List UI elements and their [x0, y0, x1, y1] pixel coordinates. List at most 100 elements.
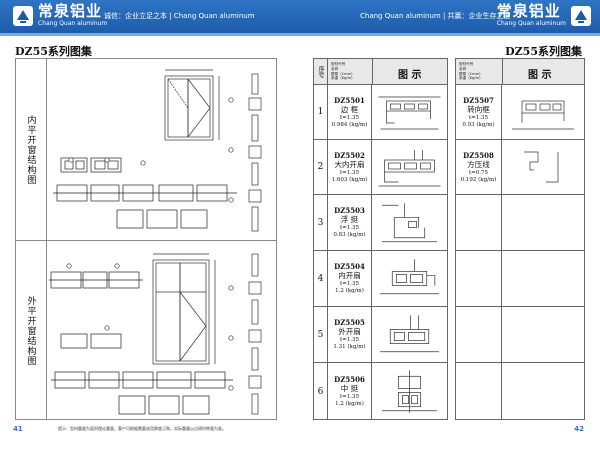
header-band: 常泉铝业 Chang Quan aluminum 诚信：企业立足之本 | Cha…	[0, 0, 600, 36]
header-spec: 型材代号 名称 壁厚（1mm） 米重（Kg/m）	[459, 62, 483, 81]
profile-code: DZ5504	[334, 262, 365, 271]
row-no: 3	[314, 195, 328, 250]
profile-name: 边 框	[340, 104, 359, 114]
table-row: 1 DZ5501 边 框 t=1.35 0.984 (kg/m)	[314, 85, 447, 140]
profile-weight: 1.31 (kg/m)	[333, 344, 366, 350]
table-header: 型材代号 名称 壁厚（1mm） 米重（Kg/m） 图 示	[456, 59, 584, 85]
profile-thickness: t=1.35	[339, 169, 360, 176]
table-row: DZ5508 方压线 t=0.75 0.192 (kg/m)	[456, 140, 584, 195]
profile-thickness: t=0.75	[468, 169, 489, 176]
section-divider	[16, 240, 276, 241]
table-row-empty	[456, 307, 584, 363]
profile-name: 外开扇	[338, 327, 361, 336]
profile-name: 浮 挺	[340, 215, 359, 224]
profile-weight: 0.984 (kg/m)	[331, 121, 368, 128]
profile-thickness: t=1.35	[339, 281, 360, 287]
profile-thickness: t=1.35	[339, 394, 360, 400]
brand-mark-icon	[570, 5, 592, 27]
profile-code: DZ5508	[463, 150, 494, 160]
left-page-title: DZ55系列图集	[15, 45, 92, 58]
header-spec: 型材代号 名称 壁厚（1mm） 米重（Kg/m）	[331, 62, 355, 81]
brand-mark-icon	[12, 5, 34, 27]
table-row-empty	[456, 195, 584, 251]
profile-thickness: t=1.35	[468, 114, 489, 121]
profile-code: DZ5506	[334, 375, 365, 384]
header-spec-code: 型材代号	[459, 62, 474, 66]
header-spec-name: 名称	[331, 66, 339, 71]
structure-drawing-frame: 内平开窗结构图 外平开窗结构图	[15, 58, 277, 420]
header-figure: 图 示	[398, 70, 422, 81]
profile-name: 转向框	[467, 104, 490, 114]
header-accent-stripe	[0, 33, 600, 36]
profile-section-figure	[374, 309, 445, 360]
brand-name-en: Chang Quan aluminum	[38, 20, 108, 27]
profile-thickness: t=1.35	[339, 114, 360, 121]
profile-weight: 1.2 (kg/m)	[335, 288, 364, 294]
header-divider	[372, 59, 373, 85]
profile-weight: 1.603 (kg/m)	[331, 176, 368, 183]
profile-section-figure	[374, 197, 445, 248]
slogan-right: Chang Quan aluminum | 共赢：企业生存之道	[360, 12, 511, 20]
table-row: 2 DZ5502 大内开扇 t=1.35 1.603 (kg/m)	[314, 140, 447, 195]
profile-code: DZ5505	[334, 318, 365, 327]
header-spec-code: 型材代号	[331, 62, 346, 66]
row-no: 4	[314, 251, 328, 306]
profile-section-figure	[504, 87, 582, 137]
profile-section-figure	[374, 87, 445, 137]
section-label-inward: 内平开窗结构图	[25, 114, 36, 185]
profile-section-figure	[504, 142, 582, 192]
table-row: 6 DZ5506 中 挺 t=1.35 1.2 (kg/m)	[314, 363, 447, 420]
profile-thickness: t=1.35	[339, 225, 360, 231]
right-page-number: 42	[574, 425, 584, 433]
section-label-outward: 外平开窗结构图	[25, 295, 36, 366]
profile-weight: 1.2 (kg/m)	[335, 401, 364, 407]
header-spec-thickness: 壁厚（1mm）	[459, 71, 483, 76]
profile-section-figure	[374, 142, 445, 192]
profile-name: 中 挺	[340, 384, 359, 393]
table-header: 序号 型材代号 名称 壁厚（1mm） 米重（Kg/m） 图 示	[314, 59, 447, 85]
table-row: DZ5507 转向框 t=1.35 0.93 (kg/m)	[456, 85, 584, 140]
row-no: 1	[314, 85, 328, 139]
header-figure: 图 示	[528, 70, 552, 81]
header-spec-thickness: 壁厚（1mm）	[331, 71, 355, 76]
outward-window-drawing	[47, 242, 277, 420]
header-no: 序号	[314, 59, 328, 85]
brand-name-cn: 常泉铝业	[496, 2, 561, 20]
header-divider	[502, 59, 503, 85]
table-row: 3 DZ5503 浮 挺 t=1.35 0.83 (kg/m)	[314, 195, 447, 251]
left-page-number: 41	[13, 425, 23, 433]
profile-name: 方压线	[467, 159, 490, 169]
profile-code: DZ5503	[334, 206, 365, 215]
profile-weight: 0.83 (kg/m)	[333, 232, 366, 238]
header-spec-weight: 米重（Kg/m）	[459, 76, 483, 81]
row-no: 5	[314, 307, 328, 362]
profile-thickness: t=1.35	[339, 337, 360, 343]
profile-section-figure	[374, 253, 445, 304]
table-row-empty	[456, 363, 584, 420]
brand-name-cn: 常泉铝业	[38, 2, 103, 20]
profile-name: 内开扇	[338, 271, 361, 280]
row-no: 6	[314, 363, 328, 420]
inward-window-drawing	[47, 60, 277, 239]
header-spec-name: 名称	[459, 66, 467, 71]
profile-name: 大内开扇	[334, 159, 365, 169]
table-row: 4 DZ5504 内开扇 t=1.35 1.2 (kg/m)	[314, 251, 447, 307]
header-spec-weight: 米重（Kg/m）	[331, 76, 355, 81]
brand-name-en: Chang Quan aluminum	[496, 20, 566, 27]
table-row-empty	[456, 251, 584, 307]
profile-weight: 0.93 (kg/m)	[462, 121, 495, 128]
profile-code: DZ5501	[334, 95, 365, 105]
profile-weight: 0.192 (kg/m)	[460, 176, 497, 183]
profile-code: DZ5507	[463, 95, 494, 105]
profile-section-figure	[374, 365, 445, 418]
profile-table-main: 序号 型材代号 名称 壁厚（1mm） 米重（Kg/m） 图 示 1 DZ5501…	[313, 58, 448, 420]
brand-logo-left: 常泉铝业 Chang Quan aluminum	[12, 3, 111, 28]
profile-table-secondary: 型材代号 名称 壁厚（1mm） 米重（Kg/m） 图 示 DZ5507 转向框 …	[455, 58, 585, 420]
row-no: 2	[314, 140, 328, 194]
slogan-left: 诚信：企业立足之本 | Chang Quan aluminum	[104, 12, 255, 20]
profile-code: DZ5502	[334, 150, 365, 160]
table-row: 5 DZ5505 外开扇 t=1.35 1.31 (kg/m)	[314, 307, 447, 363]
label-column-divider	[46, 59, 47, 419]
weight-footnote: 提示：型材重量为面积理论重量，客户可根据需要选用厚度订购，实际重量以过磅时称量为…	[58, 426, 226, 431]
right-page-title: DZ55系列图集	[505, 45, 582, 58]
